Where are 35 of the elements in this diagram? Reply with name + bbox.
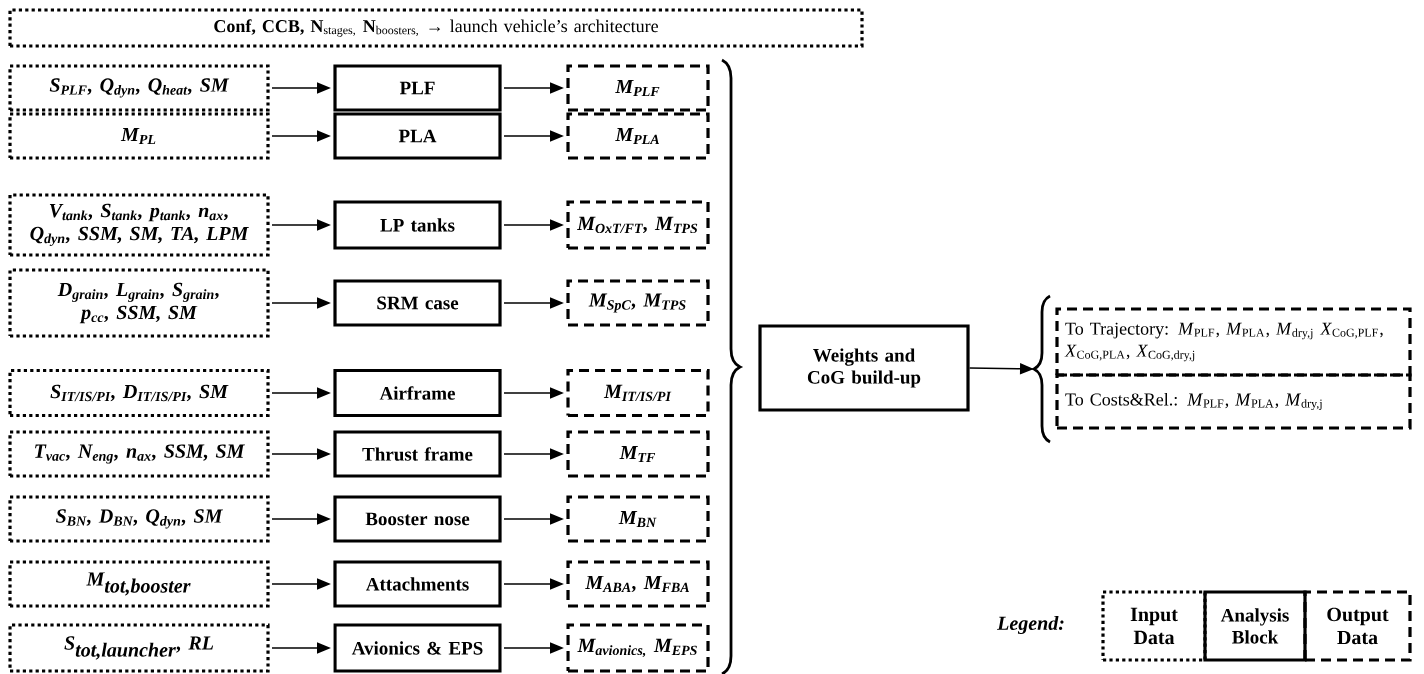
output-data-box: M$_{TF}$ xyxy=(566,430,710,478)
title-text: Legend: xyxy=(997,615,1064,635)
output-data-box: To Costs&Rel.: M$_{PLF}$, M$_{PLA}$, M$_{dry,j}$ xyxy=(1055,373,1412,430)
legend-box: Input Data xyxy=(1101,590,1207,662)
legend-box: Analysis Block xyxy=(1203,590,1307,662)
input-data-box: $\textbf{\textit{M}}_{\textbf{\textit{tot,booster}}}$ xyxy=(8,560,270,608)
output-data-box: M$_{BN}$ xyxy=(566,495,710,543)
output-data-box: M$_{IT/IS/PI}$ xyxy=(566,368,710,418)
output-data-box: To Trajectory: M$_{PLF}$, M$_{PLA}$, M$_{dry,j}$ X$_{CoG,PLF}$, X$_{CoG,PLA}$, X$_{CoG,dry,j}$ xyxy=(1055,307,1412,377)
analysis-box: SRM case xyxy=(333,279,502,327)
input-data-box: S$_{PLF}$, Q$_{dyn}$, Q$_{heat}$, SM xyxy=(8,64,270,112)
output-data-box: M$_{ABA}$, M$_{FBA}$ xyxy=(566,560,710,608)
input-data-box: T$_{vac}$, N$_{eng}$, n$_{ax}$, SSM, SM xyxy=(8,430,270,478)
input-data-box: Conf, CCB, N$_{stages,}$ N$_{boosters,}$ → launch vehicle’s architecture xyxy=(8,8,864,48)
input-data-box: S$_{BN}$, D$_{BN}$, Q$_{dyn}$, SM xyxy=(8,495,270,543)
output-data-box: M$_{SpC}$, M$_{TPS}$ xyxy=(566,279,710,327)
output-data-box: M$_{PLF}$ xyxy=(566,64,710,112)
analysis-box: LP tanks xyxy=(333,200,502,250)
output-data-box: M$_{avionics,}$ M$_{EPS}$ xyxy=(566,623,710,673)
output-data-box: M$_{PLA}$ xyxy=(566,112,710,160)
output-data-box: M$_{OxT/FT}$, M$_{TPS}$ xyxy=(566,200,710,250)
analysis-box: Airframe xyxy=(333,368,502,418)
analysis-box: Weights and CoG build-up xyxy=(758,324,970,412)
legend-box: Output Data xyxy=(1303,590,1412,662)
input-data-box: $\textbf{\textit{S}}_{\textbf{\textit{tot,launcher}}}\textbf{\textit{, RL}}$ xyxy=(8,623,270,673)
analysis-box: PLA xyxy=(333,112,502,160)
analysis-box: Booster nose xyxy=(333,495,502,543)
input-data-box: V$_{tank}$, S$_{tank}$, p$_{tank}$, n$_{ax}$, Q$_{dyn}$, SSM, SM, TA, LPM xyxy=(8,193,270,257)
analysis-box: Avionics & EPS xyxy=(333,623,502,673)
input-data-box: S$_{IT/IS/PI}$, D$_{IT/IS/PI}$, SM xyxy=(8,368,270,418)
analysis-box: Attachments xyxy=(333,560,502,608)
analysis-box: PLF xyxy=(333,64,502,112)
input-data-box: D$_{grain}$, L$_{grain}$, S$_{grain}$, p$_{cc}$, SSM, SM xyxy=(8,268,270,338)
input-data-box: M$_{PL}$ xyxy=(8,112,270,160)
analysis-box: Thrust frame xyxy=(333,430,502,478)
